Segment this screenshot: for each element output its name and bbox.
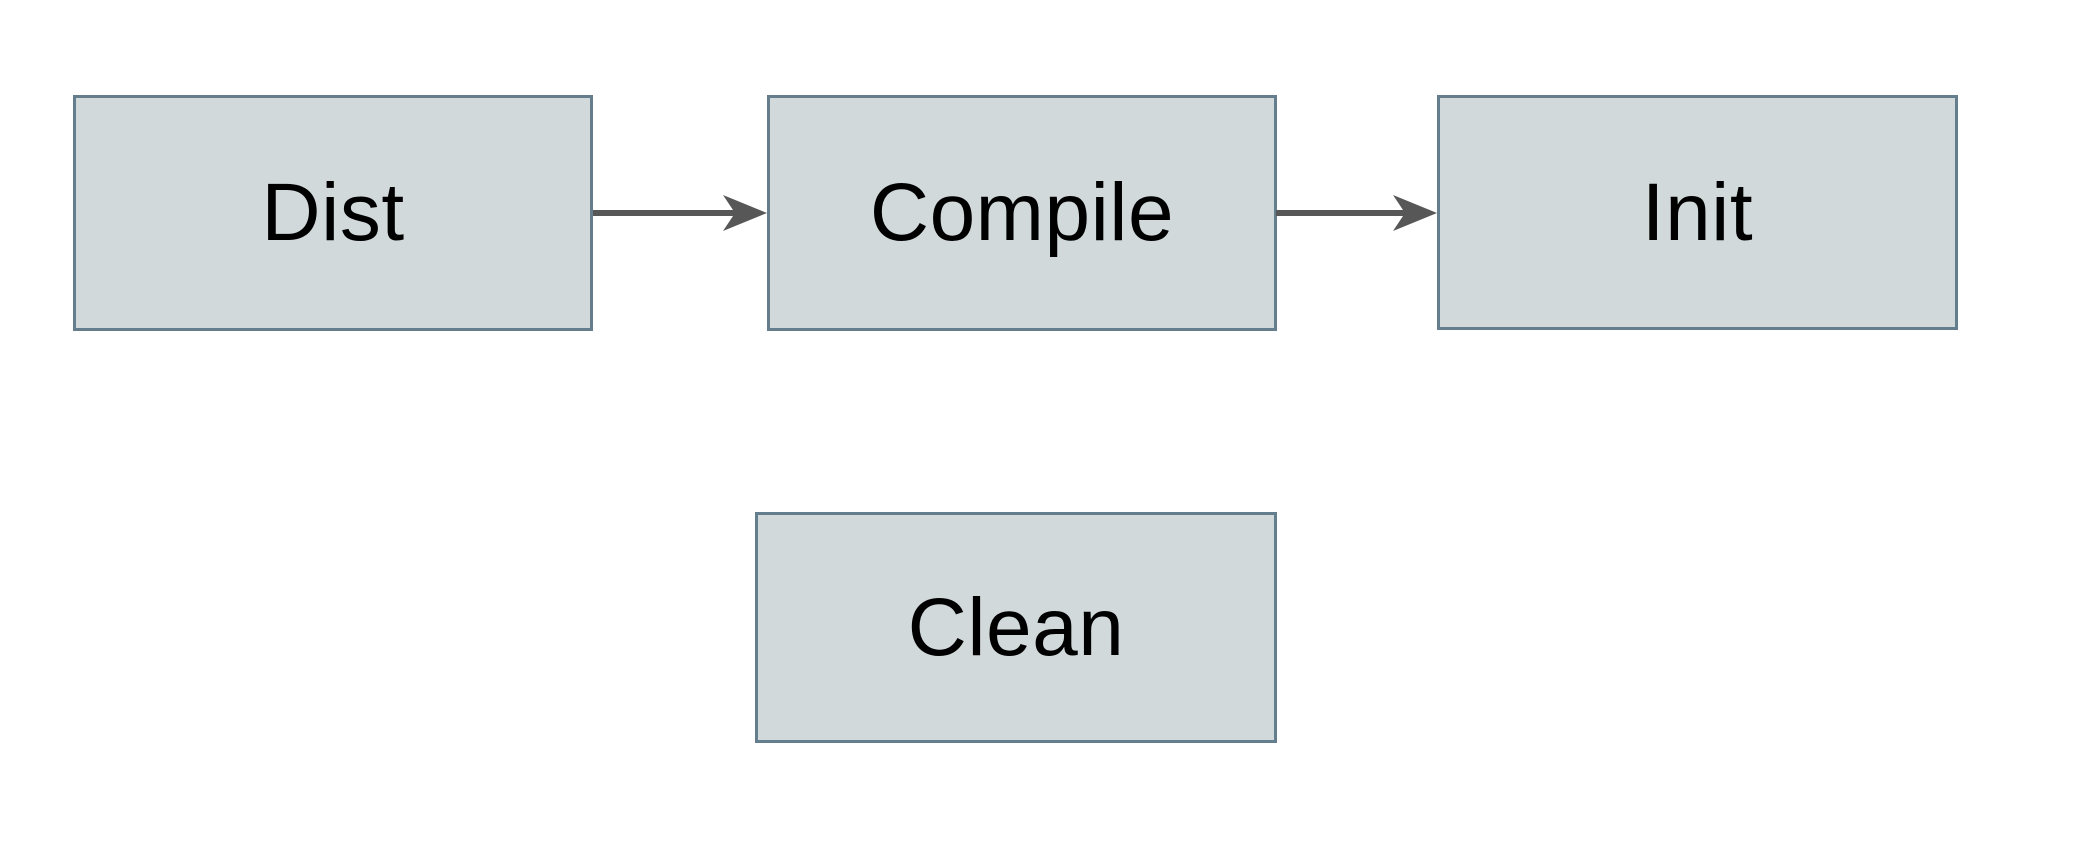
arrow-dist-to-compile [593,195,767,231]
node-compile: Compile [767,95,1277,331]
arrow-compile-to-init [1276,195,1437,231]
node-compile-label: Compile [869,167,1175,258]
arrow-head [723,195,767,231]
node-init-label: Init [1641,166,1754,258]
node-dist: Dist [73,95,593,331]
node-clean: Clean [755,512,1277,743]
node-dist-label: Dist [261,167,405,258]
arrow-head [1393,195,1437,231]
node-init: Init [1437,95,1958,330]
node-clean-label: Clean [907,581,1125,673]
